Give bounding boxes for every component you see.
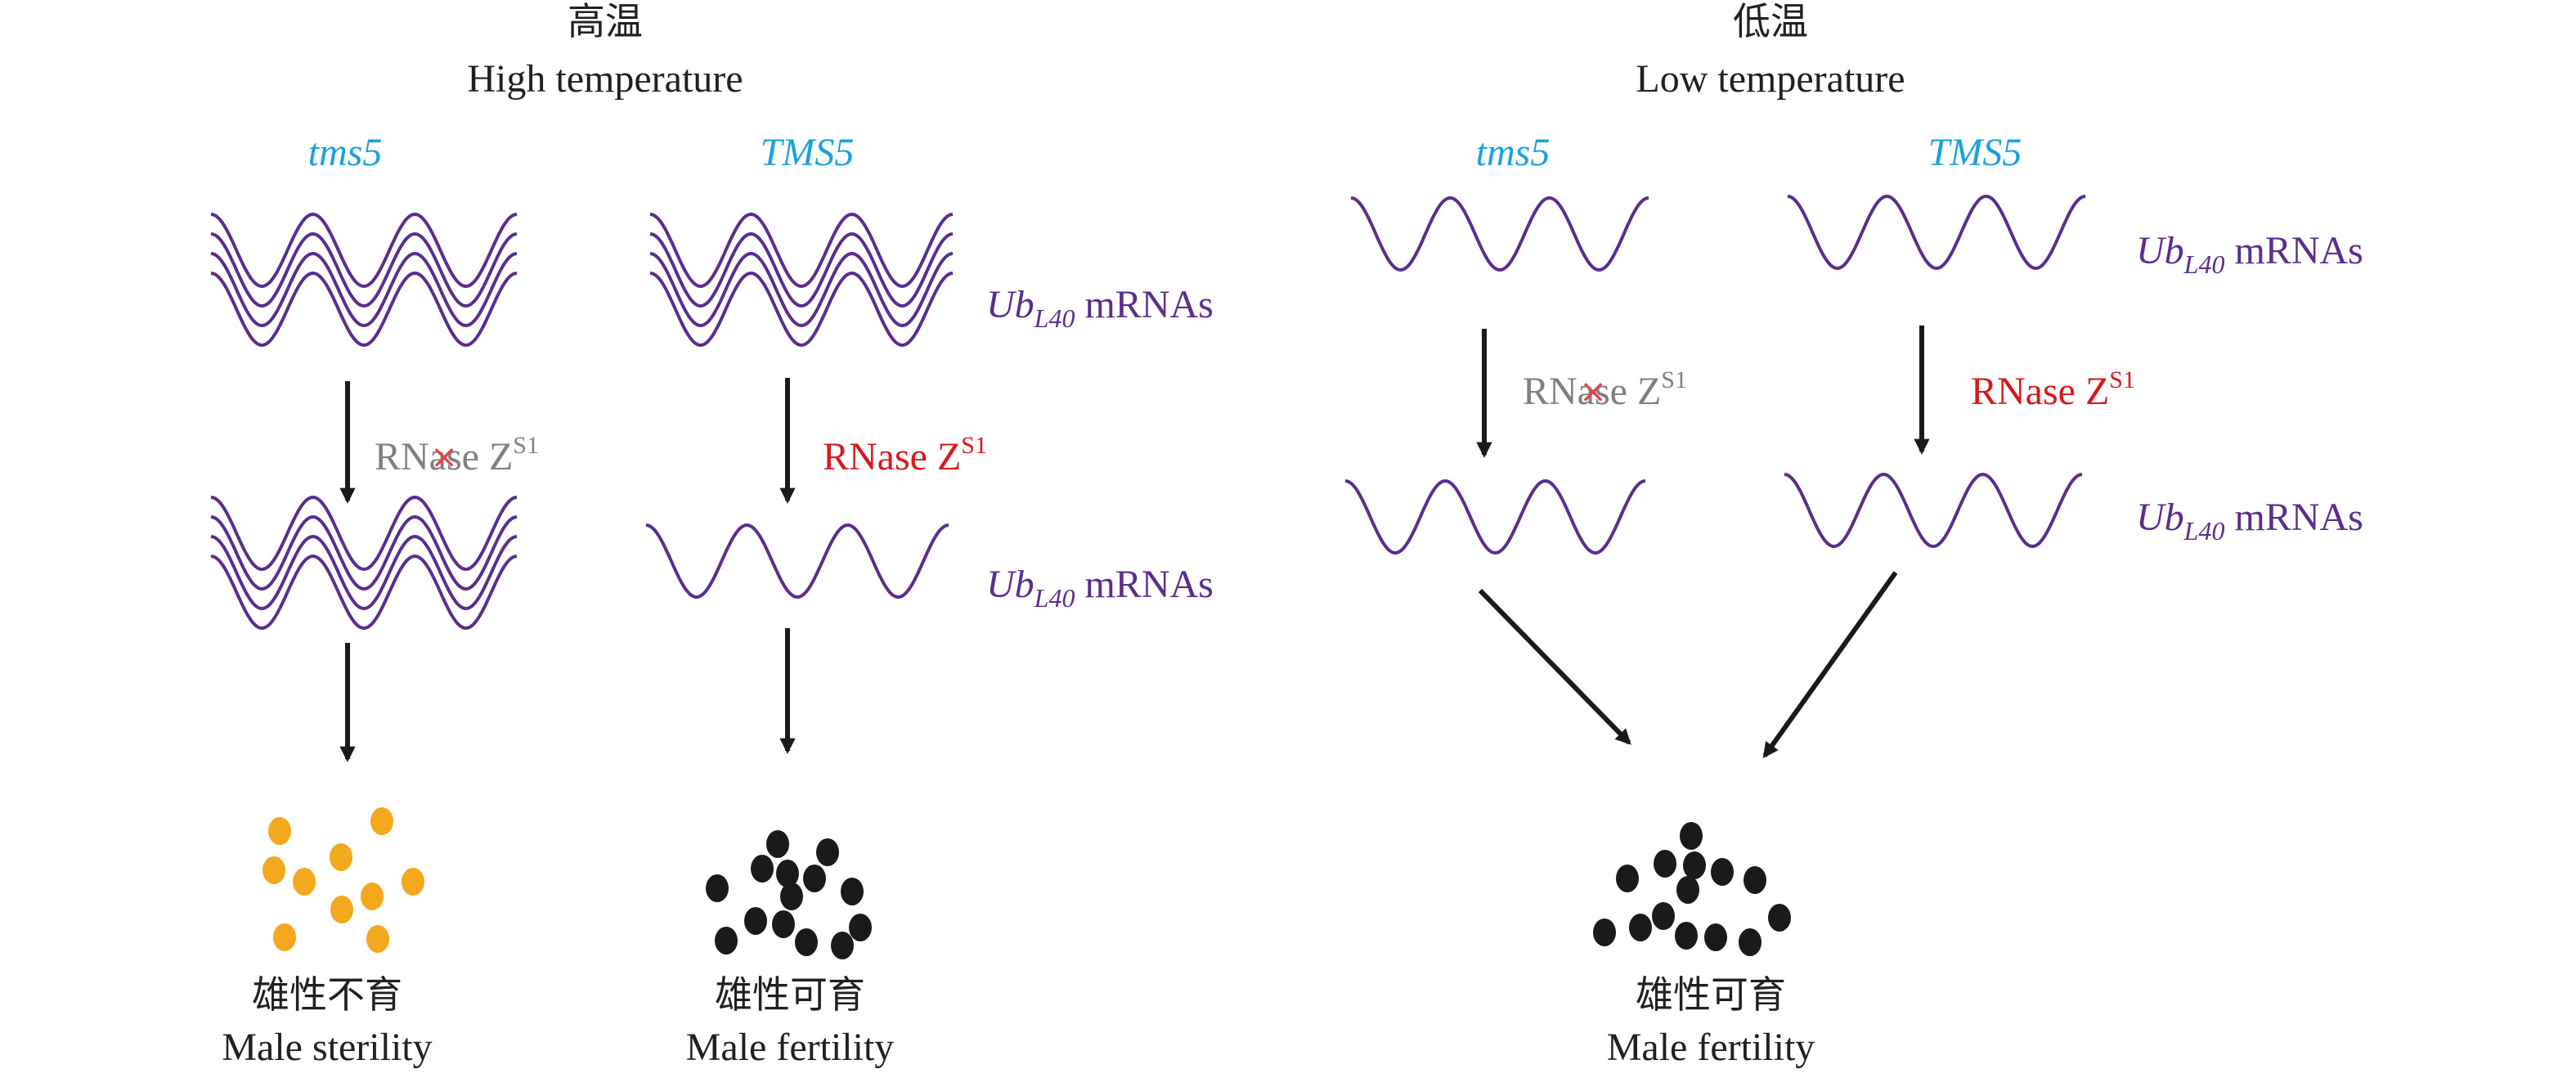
mrna-strand [649,212,954,289]
outcome-cn-fertile-high: 雄性可育 [715,972,865,1017]
mrna-label-low-top: UbL40 mRNAs [2136,229,2363,279]
mrna-strand [649,251,954,328]
pollen-grain [744,907,767,935]
pollen-grain [803,865,826,892]
pollen-grain [1616,865,1639,892]
high-temp-title-en: High temperature [467,57,743,101]
pollen-grain [751,855,774,883]
pollen-grain [831,932,854,959]
mrna-strand [210,212,518,289]
mrna-wave-TMS5-high-bottom [645,523,949,600]
pollen-grain [1704,923,1727,951]
pollen-grain [330,843,352,871]
gene-label-TMS5-low: TMS5 [1928,131,2022,174]
arrow-tms5-low-converge [1478,588,1631,745]
pollen-grain [1676,876,1699,904]
outcome-en-sterile: Male sterility [222,1026,432,1069]
pollen-grain [795,928,818,956]
mrna-strand [210,514,518,591]
pollen-grain [715,927,738,954]
outcome-en-fertile-high: Male fertility [686,1026,895,1069]
mrna-label-high-top: UbL40 mRNAs [986,283,1214,333]
pollen-grain [1683,851,1706,879]
gene-label-tms5-low: tms5 [1476,131,1551,174]
pollen-grain [1768,904,1791,932]
pollen-grain [766,830,789,858]
enzyme-label-TMS5-high: RNase ZS1 [823,432,987,478]
pollen-grain [1652,902,1675,930]
pollen-grain [263,856,285,884]
low-temp-title-en: Low temperature [1636,57,1905,101]
pollen-grain [1711,858,1734,886]
mrna-strand [210,554,518,631]
pollen-grain [1593,919,1616,946]
outcome-cn-fertile-low: 雄性可育 [1636,972,1786,1017]
mrna-waves-tms5-high-top [210,212,518,348]
pollen-grain [776,860,799,887]
enzyme-inactive-mark-tms5-low: × [1579,373,1607,411]
high-temperature-panel: 高温 High temperature tms5 RNase ZS1 × 雄性不… [210,0,1214,1069]
pollen-grain [330,896,353,923]
gene-label-tms5-high: tms5 [308,131,383,174]
low-temperature-panel: 低温 Low temperature tms5 RNase ZS1 × TMS5… [1344,0,2363,1069]
pollen-grain [780,883,803,910]
mrna-label-high-bottom: UbL40 mRNAs [986,563,1214,613]
mrna-strand [645,523,949,600]
pollen-grain [816,838,839,866]
pollen-grain [402,868,424,896]
pollen-sterile-high [263,807,424,953]
pollen-grain [370,807,393,835]
enzyme-inactive-mark-tms5-high: × [430,438,458,476]
pollen-grain [772,910,795,938]
pollen-grain [1739,928,1761,956]
pollen-grain [1654,850,1676,878]
pollen-grain [849,914,872,941]
mrna-wave-tms5-low-top [1350,195,1649,272]
gene-label-TMS5-high: TMS5 [761,131,855,174]
pollen-fertile-low [1593,822,1791,956]
mrna-strand [1350,195,1649,272]
outcome-en-fertile-low: Male fertility [1607,1026,1815,1069]
pollen-grain [706,874,729,902]
outcome-cn-sterile: 雄性不育 [252,972,402,1017]
mrna-wave-TMS5-low-top [1787,194,2086,271]
mrna-strand [649,231,954,308]
pollen-fertile-high [706,830,872,959]
pollen-grain [293,868,316,896]
pollen-grain [1744,866,1766,894]
enzyme-label-tms5-low: RNase ZS1 [1523,366,1687,413]
mrna-strand [210,231,518,308]
mrna-label-low-bottom: UbL40 mRNAs [2136,496,2363,546]
mrna-strand [649,271,954,348]
pollen-grain [366,925,389,953]
mrna-strand [210,251,518,328]
enzyme-label-TMS5-low: RNase ZS1 [1971,366,2135,413]
mrna-strand [210,534,518,611]
mrna-waves-TMS5-high-top [649,212,954,348]
mrna-waves-tms5-high-bottom [210,495,518,631]
low-temp-title-cn: 低温 [1733,0,1808,43]
mrna-strand [210,495,518,572]
mrna-strand [1787,194,2086,271]
pollen-grain [273,923,296,951]
pollen-grain [268,817,291,845]
mrna-strand [210,271,518,348]
pollen-grain [1629,914,1652,941]
high-temp-title-cn: 高温 [568,0,643,43]
pollen-grain [1675,922,1698,950]
mrna-strand [1344,478,1646,555]
mrna-strand [1784,472,2083,549]
pollen-grain [841,878,864,905]
pollen-grain [1680,822,1703,850]
enzyme-label-tms5-high: RNase ZS1 [375,432,539,478]
pollen-grain [361,883,384,910]
arrow-TMS5-low-converge [1762,571,1898,759]
mrna-wave-TMS5-low-bottom [1784,472,2083,549]
mrna-wave-tms5-low-bottom [1344,478,1646,555]
